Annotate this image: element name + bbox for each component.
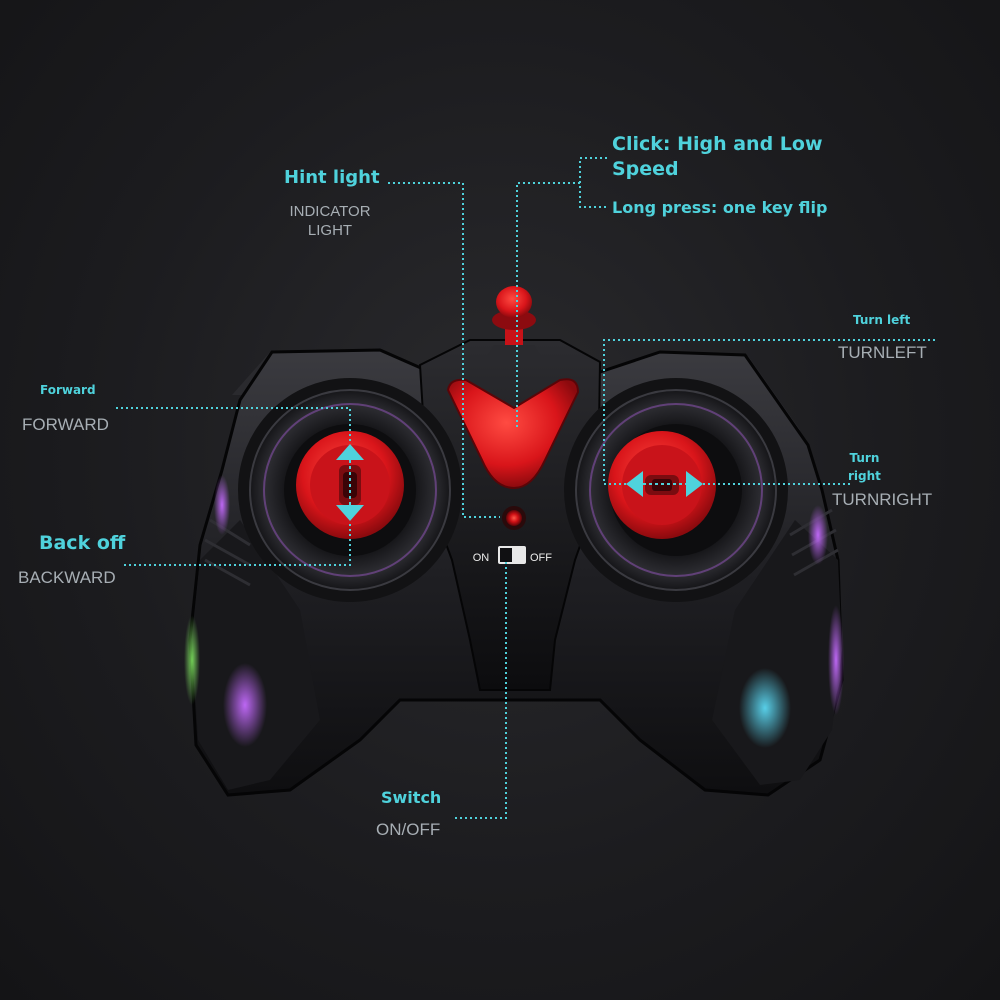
hint-light-sub-line2: LIGHT [307, 222, 353, 239]
forward-title: Forward [40, 383, 96, 397]
on-label: ON [473, 552, 490, 564]
switch-title: Switch [381, 788, 442, 807]
back-off-title: Back off [39, 532, 126, 554]
speed-long-press-label: Long press: one key flip [612, 198, 828, 217]
forward-backward-arrows [336, 444, 364, 521]
speed-flip-button[interactable] [488, 286, 540, 355]
forward-subtitle: FORWARD [22, 415, 109, 434]
hint-light-title: Hint light [284, 167, 380, 188]
leader-lines [116, 157, 935, 819]
speed-click-line2: Speed [612, 158, 679, 180]
backward-subtitle: BACKWARD [18, 568, 116, 587]
turn-right-subtitle: TURNRIGHT [832, 490, 933, 509]
turn-right-title-line1: Turn [849, 451, 880, 465]
hint-light-sub-line1: INDICATOR [289, 203, 371, 220]
indicator-light [506, 510, 522, 526]
speed-click-label: Click: High and Low Speed [612, 132, 823, 182]
v-throttle-button[interactable] [446, 378, 580, 490]
off-label: OFF [530, 552, 552, 564]
hint-light-subtitle: INDICATOR LIGHT [280, 202, 380, 240]
turn-left-title: Turn left [853, 313, 911, 327]
turn-left-subtitle: TURNLEFT [838, 343, 927, 362]
turn-right-title: Turn right [848, 449, 881, 485]
switch-subtitle: ON/OFF [376, 820, 441, 839]
speed-click-line1: Click: High and Low [612, 133, 823, 155]
turn-right-title-line2: right [848, 469, 881, 483]
left-right-arrows [626, 471, 703, 497]
power-switch[interactable] [498, 546, 526, 564]
